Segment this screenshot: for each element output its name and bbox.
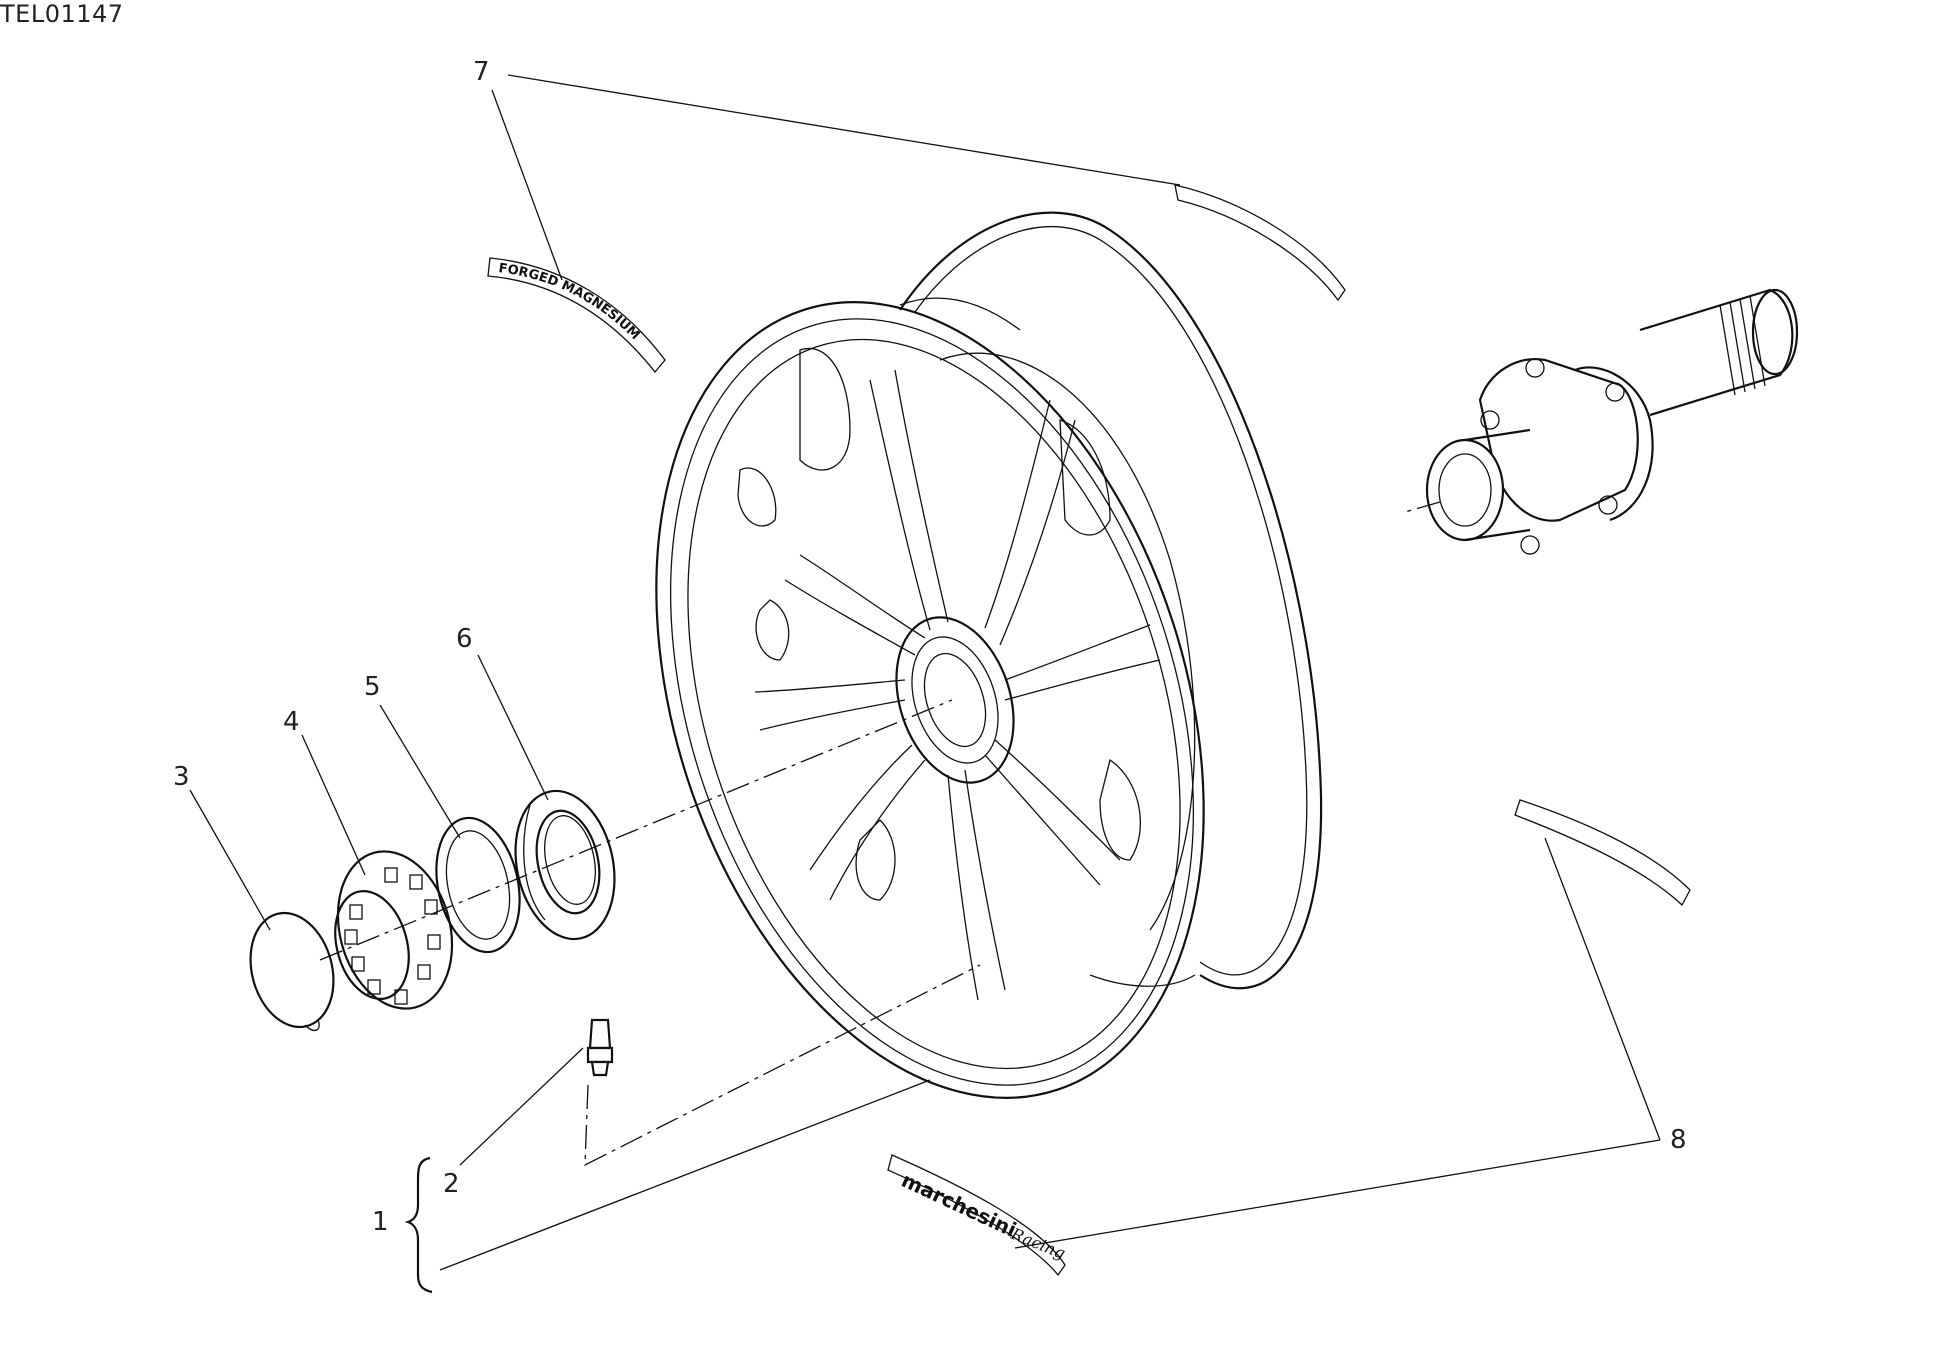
callout-6: 6: [456, 624, 473, 654]
seal-ring-icon: [514, 789, 616, 941]
circlip-icon: [249, 911, 335, 1032]
washer-icon: [435, 816, 521, 954]
hub-axle-icon: [1425, 288, 1799, 555]
callout-4: 4: [283, 707, 300, 737]
decal-forged-magnesium: FORGED MAGNESIUM: [498, 261, 643, 343]
decal-marchesini: marchesini: [898, 1168, 1020, 1242]
callout-1: 1: [372, 1207, 389, 1237]
ring-nut-icon: [334, 850, 454, 1010]
assembly-axis: [319, 501, 1441, 1167]
callout-3: 3: [173, 762, 190, 792]
decal-racing: Racing: [1008, 1224, 1069, 1263]
callout-2: 2: [443, 1169, 460, 1199]
wheel-rim-icon: [655, 211, 1323, 1099]
callout-8: 8: [1670, 1125, 1687, 1155]
valve-icon: [586, 1018, 614, 1077]
drawing-code: TEL01147: [0, 0, 124, 28]
callout-7: 7: [473, 57, 490, 87]
decal-strip-icon: [487, 184, 1691, 1277]
leader-lines: [189, 74, 1661, 1294]
callout-5: 5: [364, 672, 381, 702]
